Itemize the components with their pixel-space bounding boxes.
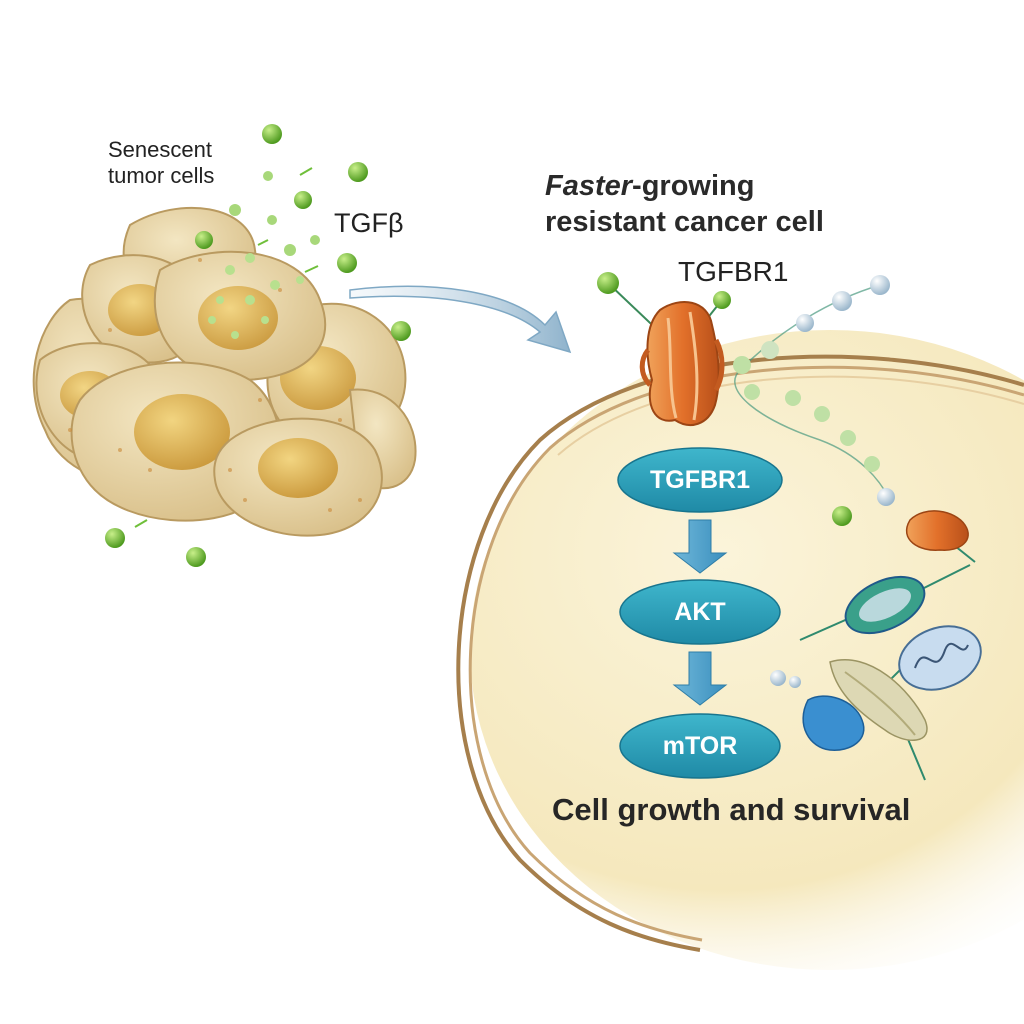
cancer-cell-title: Faster-growing resistant cancer cell <box>545 168 824 240</box>
pathway-node-akt <box>619 579 781 645</box>
receptor-label: TGFBR1 <box>678 256 789 287</box>
title-line2: resistant cancer cell <box>545 206 824 238</box>
signaling-particle-chain <box>733 275 895 526</box>
down-arrow-icon <box>672 519 728 574</box>
receptor-protein-icon <box>597 272 731 426</box>
pathway-node-mtor <box>619 713 781 779</box>
pathway-label-mtor: mTOR <box>662 732 738 760</box>
curved-arrow-icon <box>349 285 572 354</box>
title-italic: Faster <box>545 170 633 202</box>
organelle-icon <box>770 510 982 781</box>
senescent-label-line2: tumor cells <box>108 163 215 188</box>
senescent-cell-cluster <box>32 206 417 537</box>
pathway-label-akt: AKT <box>674 598 726 626</box>
tgfb-label: TGFβ <box>334 208 404 238</box>
senescent-cells-label: Senescent tumor cells <box>108 137 258 189</box>
title-rest: -growing <box>632 170 755 202</box>
tgfb-particles <box>105 124 411 567</box>
pathway-label-tgfbr1: TGFBR1 <box>650 466 750 494</box>
outcome-label: Cell growth and survival <box>552 792 911 827</box>
down-arrow-icon <box>672 651 728 706</box>
senescent-label-line1: Senescent <box>108 137 212 162</box>
pathway-node-tgfbr1 <box>617 447 783 513</box>
